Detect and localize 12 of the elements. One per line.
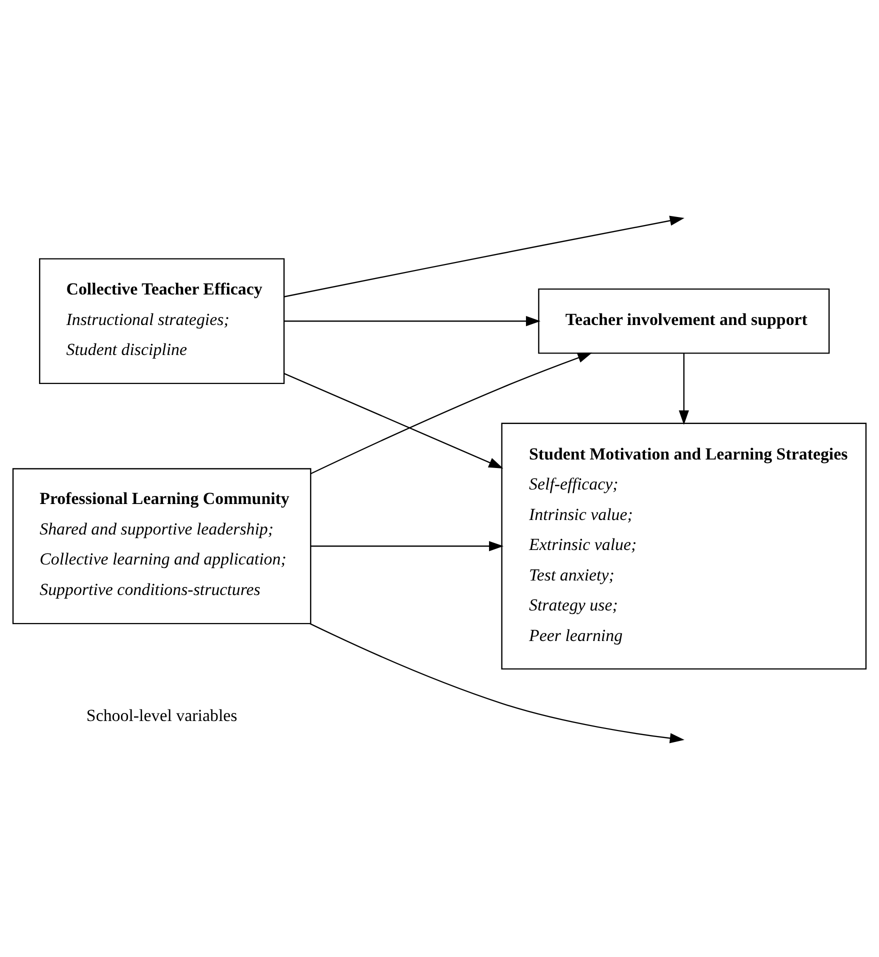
node-box: Collective Teacher Efficacy Instructional strategies; Student discipline	[39, 258, 285, 384]
arrow	[284, 215, 684, 297]
label: School-level variables	[86, 706, 238, 725]
arrow	[310, 622, 684, 743]
arrow	[678, 352, 689, 424]
arrow	[284, 316, 540, 326]
node-box: Student Motivation and Learning Strategies Self-efficacy; Intrinsic value; Extrinsic value; Test anxiety; Strategy use; Peer learning	[501, 422, 867, 670]
node-box: Teacher involvement and support	[538, 288, 830, 354]
node-box: Professional Learning Community Shared and supportive leadership; Collective learning and application; Supportive conditions-structures	[12, 468, 312, 624]
arrow	[310, 352, 592, 474]
arrow	[310, 540, 504, 551]
arrow	[284, 372, 504, 468]
